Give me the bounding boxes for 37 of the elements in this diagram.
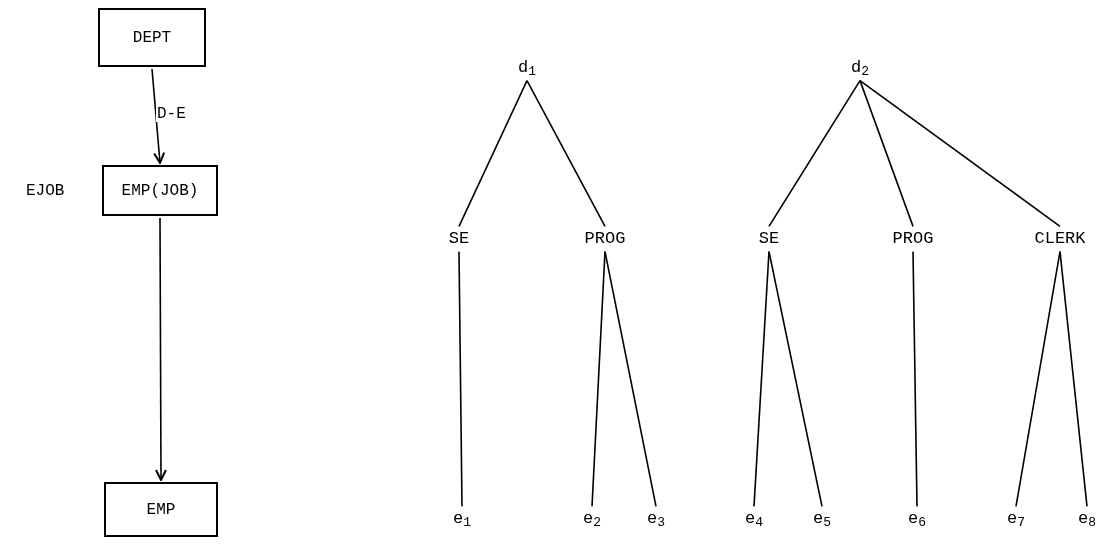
tree-line: [458, 79, 528, 228]
tree-node-label: CLERK: [1034, 228, 1086, 250]
tree-node-label: SE: [448, 228, 470, 250]
tree-node-label: PROG: [584, 228, 626, 250]
tree-line: [753, 250, 770, 508]
tree-node-label: e$_{7}$: [1007, 508, 1025, 530]
tree-line: [912, 250, 918, 508]
edge-label: D-E: [156, 106, 187, 122]
tree-line: [591, 250, 606, 508]
entity-box: [98, 8, 206, 67]
box-label: DEPT: [132, 27, 172, 49]
tree-node-label: e$_{4}$: [745, 508, 763, 530]
tree-node-label: d$_{2}$: [851, 57, 869, 79]
tree-line: [604, 250, 657, 508]
tree-node-label: e$_{5}$: [813, 508, 831, 530]
box-label: EMP: [146, 499, 176, 521]
entity-box: [104, 482, 218, 537]
tree-node-label: e$_{1}$: [453, 508, 471, 530]
tree-line: [1059, 250, 1088, 508]
tree-node-label: SE: [758, 228, 780, 250]
tree-line: [768, 79, 861, 228]
arrow: [154, 217, 167, 481]
arrow: [151, 68, 166, 164]
entity-box: [102, 165, 218, 216]
record-label: EJOB: [26, 180, 65, 202]
tree-line: [859, 79, 914, 228]
tree-line: [458, 250, 463, 508]
tree-line: [526, 79, 606, 228]
tree-node-label: PROG: [892, 228, 934, 250]
tree-line: [768, 250, 823, 508]
tree-node-label: e$_{3}$: [647, 508, 665, 530]
tree-node-label: e$_{8}$: [1078, 508, 1096, 530]
tree-node-label: d$_{1}$: [518, 57, 536, 79]
tree-line: [859, 79, 1061, 228]
tree-node-label: e$_{6}$: [908, 508, 926, 530]
box-label: EMP(JOB): [121, 180, 199, 202]
tree-node-label: e$_{2}$: [583, 508, 601, 530]
